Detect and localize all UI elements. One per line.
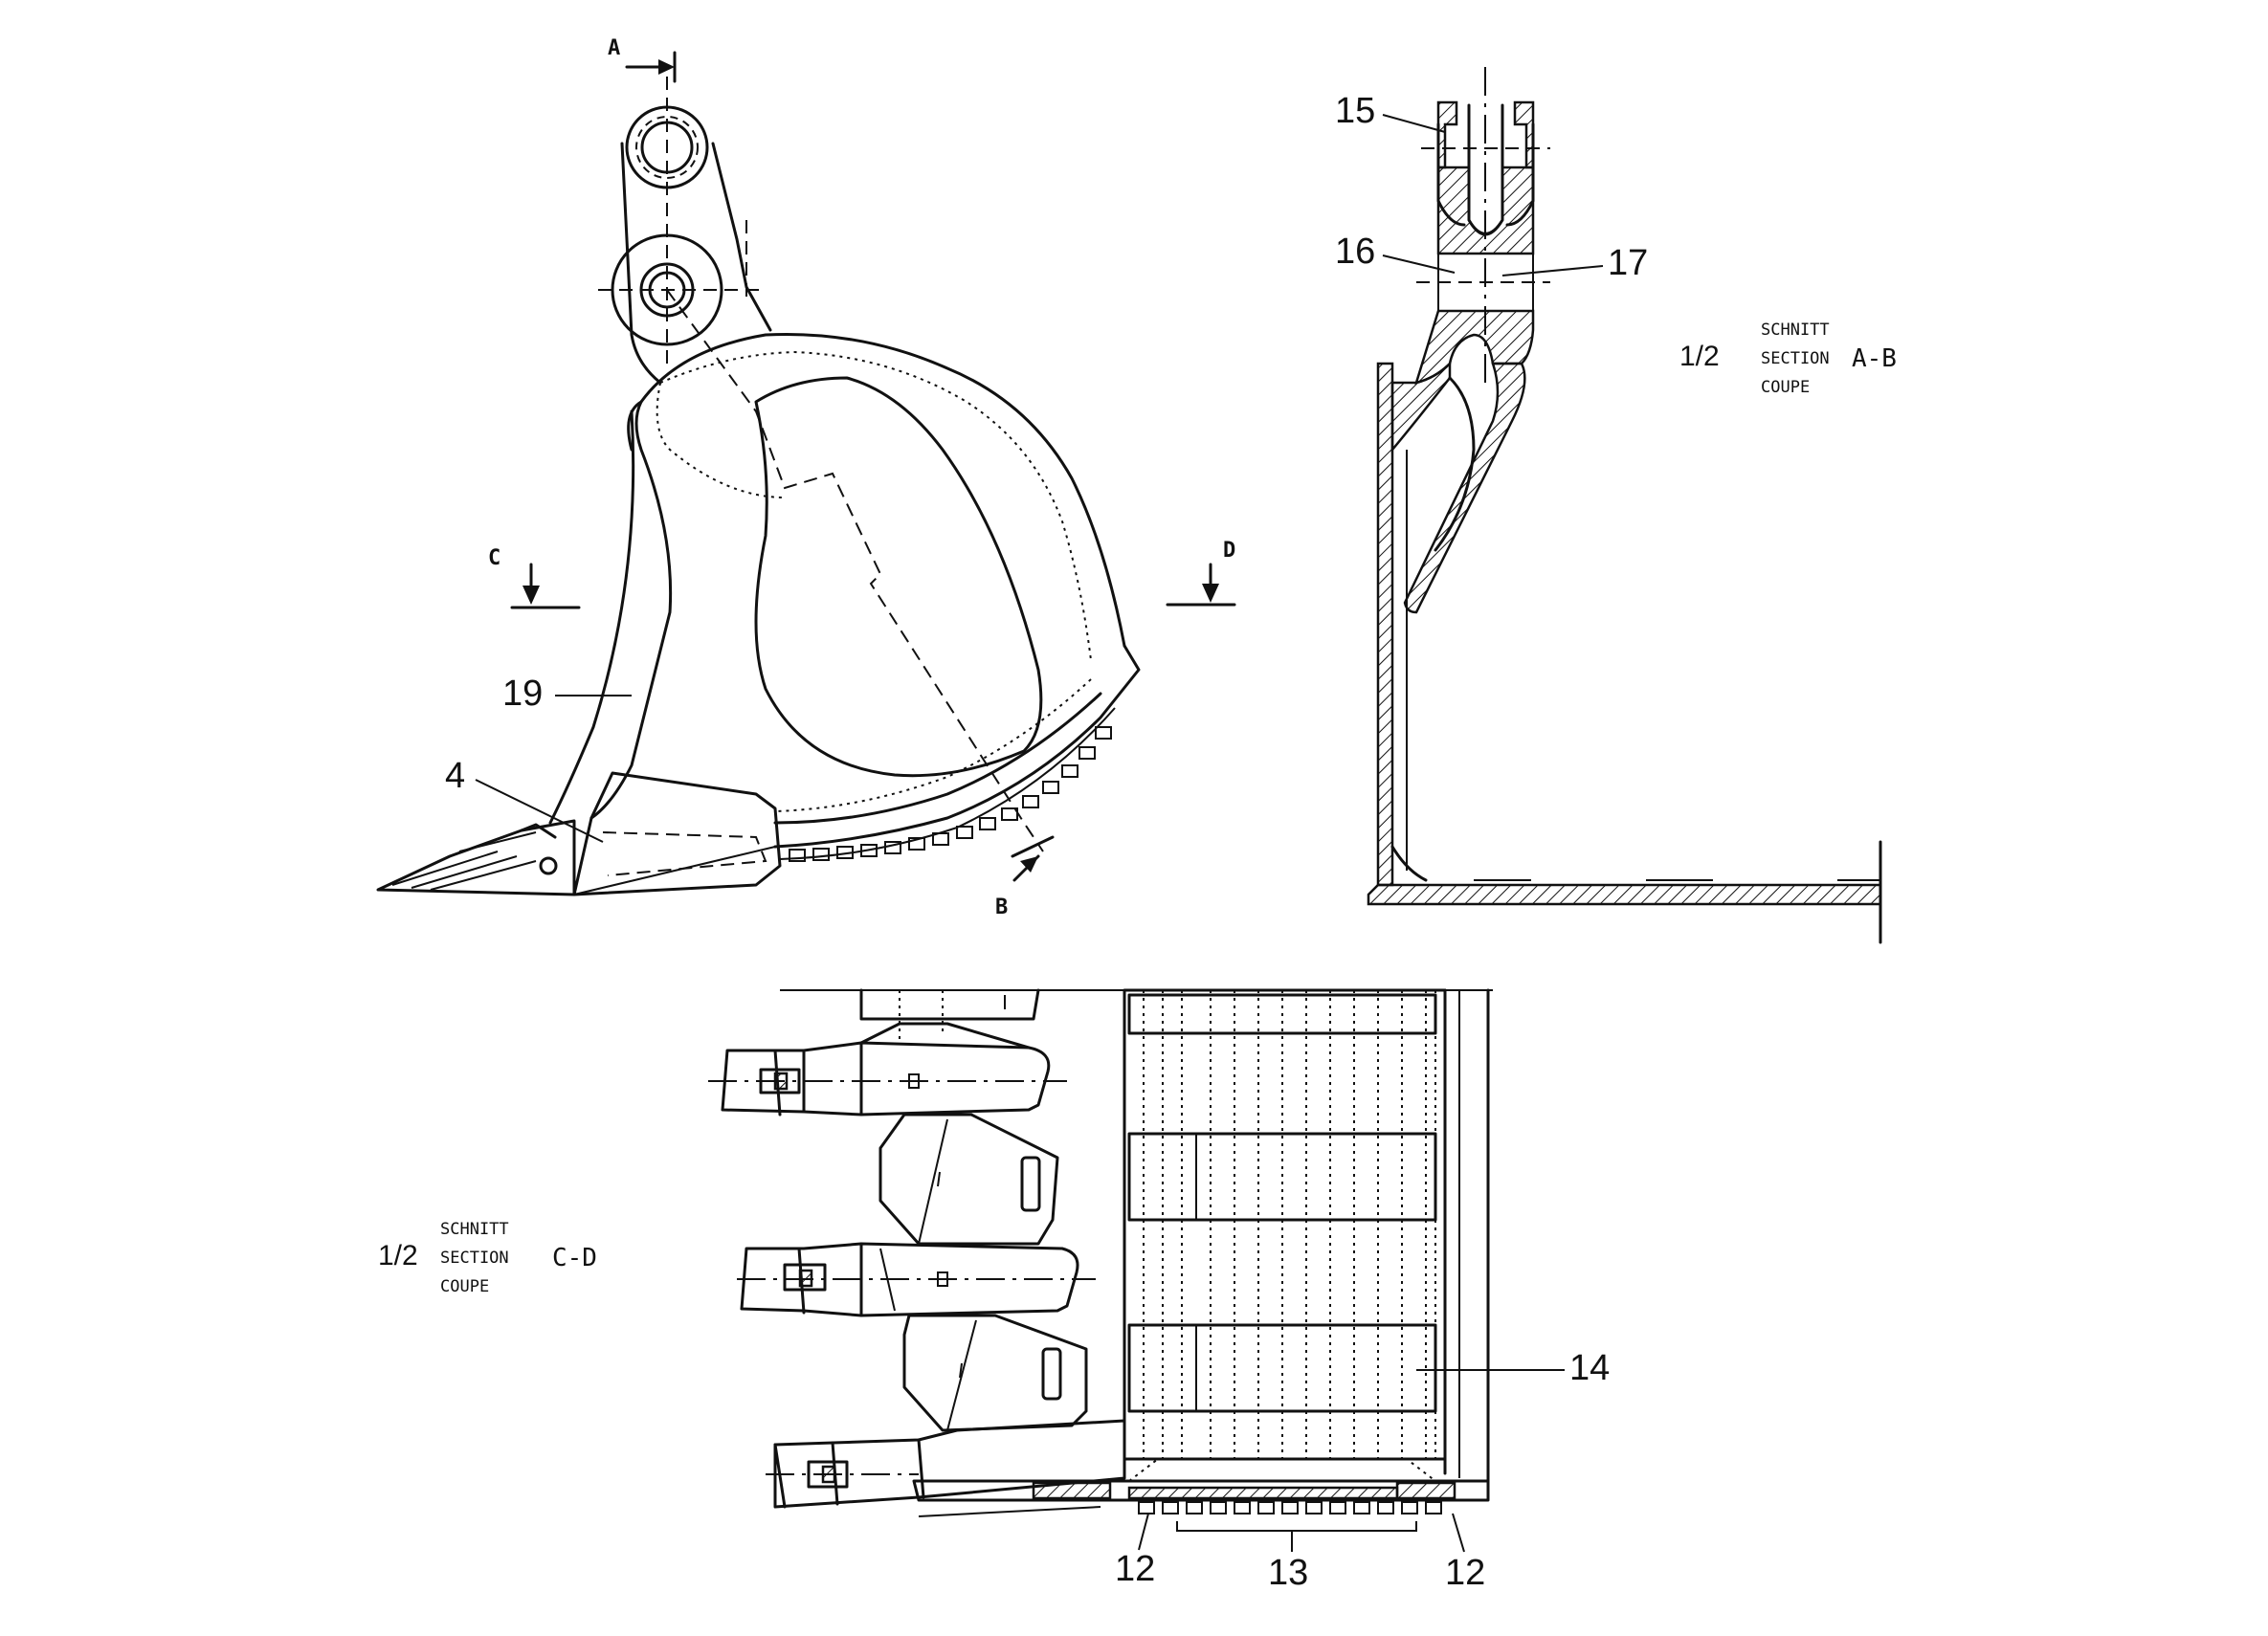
svg-text:17: 17	[1608, 243, 1648, 283]
section-letter-b: B	[995, 895, 1008, 919]
section-letter-d: D	[1223, 539, 1235, 563]
svg-text:12: 12	[1445, 1553, 1485, 1593]
svg-text:1/2: 1/2	[1679, 341, 1720, 372]
shroud-1	[878, 1113, 1059, 1246]
svg-text:15: 15	[1335, 91, 1375, 131]
section-cd-view: 14 12 13 12 1/2 SCHNITT SECTION COUPE C-…	[378, 988, 1610, 1593]
svg-text:16: 16	[1335, 232, 1375, 272]
section-mark-b: B	[995, 835, 1055, 919]
wear-buttons	[789, 726, 1112, 862]
section-letter-c: C	[488, 546, 500, 570]
section-letter-a: A	[608, 36, 620, 60]
callout-16: 16	[1335, 232, 1456, 274]
tooth-3	[766, 1419, 1126, 1509]
callout-12-right: 12	[1445, 1513, 1485, 1593]
callout-15: 15	[1335, 91, 1446, 133]
section-ab-view: 15 16 17 1/2 SCHNITT SECTION COUPE A-B	[1335, 67, 1897, 944]
section-mark-d: D	[1166, 539, 1236, 607]
svg-text:1/2: 1/2	[378, 1240, 418, 1271]
svg-text:A-B: A-B	[1852, 344, 1897, 373]
callout-17: 17	[1501, 243, 1648, 283]
shroud-2	[902, 1314, 1088, 1432]
svg-text:C-D: C-D	[552, 1244, 597, 1272]
svg-text:SECTION: SECTION	[440, 1249, 509, 1268]
svg-text:14: 14	[1569, 1348, 1610, 1388]
callout-12-left: 12	[1115, 1513, 1155, 1589]
tooth-2	[737, 1242, 1096, 1317]
section-cd-label: 1/2 SCHNITT SECTION COUPE C-D	[378, 1220, 597, 1296]
section-mark-a: A	[608, 36, 677, 83]
tooth-1	[708, 1022, 1067, 1116]
svg-text:4: 4	[445, 756, 465, 796]
svg-text:SECTION: SECTION	[1761, 349, 1830, 368]
svg-text:SCHNITT: SCHNITT	[440, 1220, 509, 1239]
bottom-wear-buttons	[1138, 1501, 1442, 1514]
callout-19: 19	[502, 674, 632, 714]
svg-text:COUPE: COUPE	[440, 1277, 489, 1296]
svg-text:12: 12	[1115, 1549, 1155, 1589]
svg-text:SCHNITT: SCHNITT	[1761, 321, 1830, 340]
callout-14: 14	[1416, 1348, 1610, 1388]
svg-text:19: 19	[502, 674, 543, 714]
section-ab-label: 1/2 SCHNITT SECTION COUPE A-B	[1679, 321, 1897, 397]
svg-text:13: 13	[1268, 1553, 1308, 1593]
side-view: A B C D 19 4	[376, 36, 1236, 919]
callout-4: 4	[445, 756, 604, 843]
svg-text:COUPE: COUPE	[1761, 378, 1810, 397]
hidden-lines	[899, 990, 1436, 1459]
section-mark-c: C	[488, 546, 581, 609]
callout-13: 13	[1176, 1521, 1417, 1593]
